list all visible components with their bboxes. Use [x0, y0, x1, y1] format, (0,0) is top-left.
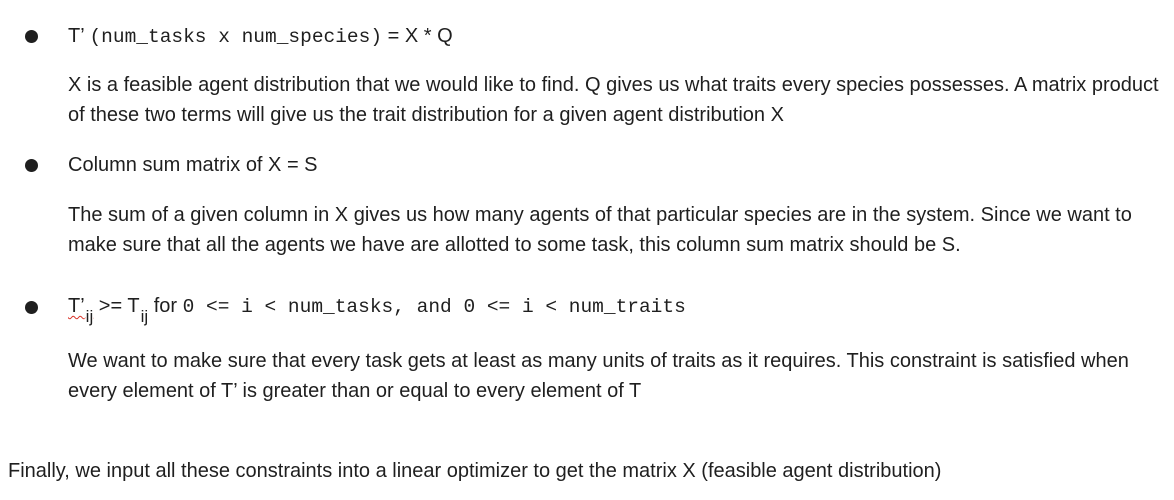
item-3-heading: T’ij >= Tij for 0 <= i < num_tasks, and … — [68, 293, 686, 326]
item-1-heading-code: (num_tasks x num_species) — [89, 26, 383, 48]
item-3-operator: >= — [93, 295, 128, 317]
item-2-paragraph: The sum of a given column in X gives us … — [68, 204, 1132, 256]
item-2-heading: Column sum matrix of X = S — [68, 154, 318, 176]
item-3-code: 0 <= i < num_tasks, and 0 <= i < num_tra… — [182, 296, 686, 318]
item-3-lhs-subscript: ij — [85, 307, 94, 326]
item-3-paragraph: We want to make sure that every task get… — [68, 350, 1129, 402]
item-3-lhs: T’ — [68, 295, 85, 317]
bullet-1 — [25, 30, 38, 43]
item-3-for-text: for — [148, 295, 183, 317]
item-3-lhs-group: T’ij — [68, 295, 93, 326]
bullet-3 — [25, 301, 38, 314]
bullet-2 — [25, 159, 38, 172]
item-1-heading-rest: = X * Q — [382, 25, 453, 47]
item-3-rhs: T — [127, 295, 140, 317]
item-1-paragraph: X is a feasible agent distribution that … — [68, 74, 1159, 126]
conclusion-text: Finally, we input all these constraints … — [8, 460, 942, 482]
item-3-rhs-subscript: ij — [140, 307, 149, 326]
item-1-heading-prefix: T’ — [68, 25, 90, 47]
item-1-heading: T’ (num_tasks x num_species) = X * Q — [68, 23, 453, 50]
